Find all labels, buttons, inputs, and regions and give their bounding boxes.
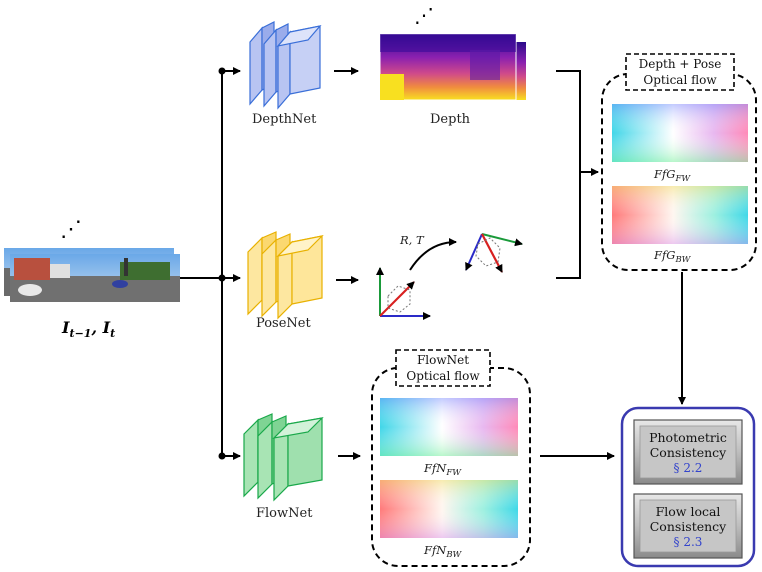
svg-text:Photometric: Photometric xyxy=(649,430,727,445)
input-label: It−1, It xyxy=(61,318,115,340)
branch-connectors xyxy=(180,67,241,460)
flow-local-ref: § 2.3 xyxy=(674,535,703,549)
svg-text:Consistency: Consistency xyxy=(650,519,727,534)
flownet-block: FlowNet xyxy=(243,413,324,521)
loss-box: Photometric Consistency § 2.2 Flow local… xyxy=(620,406,756,568)
flownet-box-title-1: FlowNet xyxy=(417,353,469,367)
depthnet-label: DepthNet xyxy=(252,112,317,127)
geo-bw-label: FfGBW xyxy=(653,248,692,265)
posenet-block: PoseNet xyxy=(247,231,324,331)
merge-bracket xyxy=(556,70,599,279)
flownet-flow-box: FlowNet Optical flow FfNFW FfNBW xyxy=(371,349,531,567)
svg-text:Flow local: Flow local xyxy=(656,504,721,519)
depth-ellipsis: ⋰ xyxy=(414,3,434,27)
flownet-bw-image xyxy=(380,480,518,538)
flownet-box-title-2: Optical flow xyxy=(406,369,480,383)
transform-arrow xyxy=(409,238,457,271)
input-ellipsis: ⋰ xyxy=(60,217,82,242)
photometric-consistency-button: Photometric Consistency § 2.2 xyxy=(633,419,743,485)
depth-maps: ⋰ Depth xyxy=(379,3,526,127)
geo-fw-label: FfGFW xyxy=(653,167,691,184)
pose-label: R, T xyxy=(399,233,425,247)
branch-dots xyxy=(218,67,226,460)
geometric-flow-box: Depth + Pose Optical flow FfGFW FfGBW xyxy=(601,53,757,271)
depth-label: Depth xyxy=(430,112,471,127)
posenet-label: PoseNet xyxy=(256,316,311,331)
input-frames: ⋰ It−1, It xyxy=(4,217,180,340)
svg-text:Consistency: Consistency xyxy=(650,445,727,460)
depthnet-layers xyxy=(249,21,322,110)
depthnet-block: DepthNet xyxy=(249,21,322,127)
frame-front xyxy=(10,254,180,302)
flow-local-consistency-button: Flow local Consistency § 2.3 xyxy=(633,493,743,559)
photometric-ref: § 2.2 xyxy=(674,461,703,475)
geo-bw-image xyxy=(612,186,748,244)
pose-axes-before xyxy=(376,267,431,320)
pose-axes-after xyxy=(465,233,523,273)
geo-fw-image xyxy=(612,104,748,162)
flownet-label: FlowNet xyxy=(256,506,313,521)
geo-box-title-1: Depth + Pose xyxy=(639,57,722,71)
geo-box-title-2: Optical flow xyxy=(643,73,717,87)
flownet-fw-label: FfNFW xyxy=(423,461,462,478)
flownet-bw-label: FfNBW xyxy=(423,543,463,560)
flownet-fw-image xyxy=(380,398,518,456)
